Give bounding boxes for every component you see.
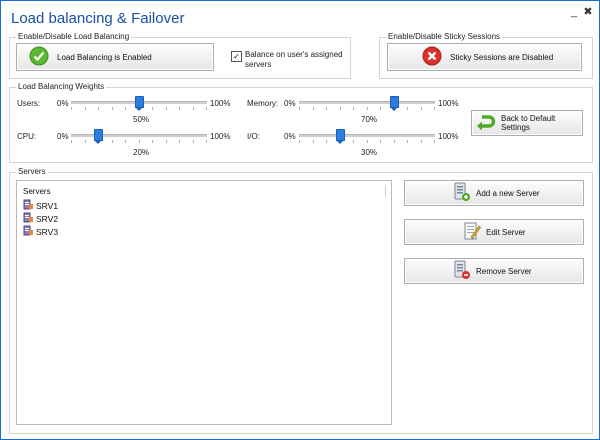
server-item-label: SRV2 (36, 213, 59, 224)
cpu-min-label: 0% (57, 132, 69, 141)
server-item-srv1[interactable]: SRV1 (23, 199, 58, 212)
add-server-button[interactable]: Add a new Server (404, 180, 584, 206)
weights-group: Load Balancing Weights (9, 82, 593, 163)
memory-slider-thumb[interactable] (390, 96, 400, 111)
cpu-slider-track[interactable] (71, 134, 207, 137)
add-server-button-label: Add a new Server (476, 188, 540, 198)
io-label: I/O: (247, 132, 260, 141)
default-settings-button-label: Back to Default Settings (501, 114, 556, 132)
default-settings-button[interactable]: Back to Default Settings (471, 110, 583, 136)
check-icon (29, 46, 49, 68)
servers-list-header: Servers (23, 187, 51, 196)
memory-max-label: 100% (438, 99, 459, 108)
sticky-sessions-toggle-button[interactable]: Sticky Sessions are Disabled (387, 43, 582, 71)
load-balancing-toggle-button[interactable]: Load Balancing is Enabled (16, 43, 214, 71)
server-icon (23, 199, 36, 212)
io-slider-thumb[interactable] (335, 129, 345, 144)
edit-server-button-label: Edit Server (486, 227, 526, 237)
memory-min-label: 0% (284, 99, 296, 108)
balance-assigned-checkbox[interactable]: ✓ (231, 51, 242, 62)
remove-server-button[interactable]: Remove Server (404, 258, 584, 284)
edit-server-button[interactable]: Edit Server (404, 219, 584, 245)
memory-label: Memory: (247, 99, 279, 108)
cpu-label: CPU: (17, 132, 37, 141)
load-balancing-group: Enable/Disable Load Balancing (9, 32, 351, 79)
users-min-label: 0% (57, 99, 69, 108)
sticky-sessions-group: Enable/Disable Sticky Sessions (379, 32, 593, 79)
users-slider-ticks (71, 107, 207, 111)
io-slider-track[interactable] (299, 134, 435, 137)
cpu-max-label: 100% (210, 132, 231, 141)
cpu-value-label: 20% (133, 148, 150, 157)
error-icon (422, 46, 442, 68)
memory-value-label: 70% (361, 115, 378, 124)
io-min-label: 0% (284, 132, 296, 141)
server-icon (23, 212, 36, 225)
minimize-button[interactable]: _ (570, 6, 578, 18)
server-item-label: SRV3 (36, 226, 59, 237)
close-button[interactable]: ✖ (583, 6, 593, 18)
list-header-divider (385, 185, 386, 197)
sticky-sessions-group-label: Enable/Disable Sticky Sessions (386, 32, 503, 41)
server-item-srv3[interactable]: SRV3 (23, 225, 58, 238)
servers-group: Servers (9, 167, 593, 434)
users-value-label: 50% (133, 115, 150, 124)
server-item-label: SRV1 (36, 200, 59, 211)
memory-slider-track[interactable] (299, 101, 435, 104)
users-label: Users: (17, 99, 41, 108)
server-icon (23, 225, 36, 238)
balance-assigned-label: Balance on user's assigned servers (245, 50, 343, 70)
remove-server-icon (453, 260, 471, 282)
users-max-label: 100% (210, 99, 231, 108)
io-max-label: 100% (438, 132, 459, 141)
window-title: Load balancing & Failover (11, 10, 185, 27)
weights-group-label: Load Balancing Weights (16, 82, 107, 91)
memory-slider-ticks (299, 107, 435, 111)
load-balancing-button-label: Load Balancing is Enabled (57, 52, 152, 62)
load-balancing-group-label: Enable/Disable Load Balancing (16, 32, 132, 41)
sticky-sessions-button-label: Sticky Sessions are Disabled (450, 52, 554, 62)
balance-assigned-label-line1: Balance on user's assigned (245, 50, 343, 59)
cpu-slider-ticks (71, 140, 207, 144)
io-slider-ticks (299, 140, 435, 144)
users-slider-thumb[interactable] (135, 96, 144, 111)
servers-group-label: Servers (16, 167, 48, 176)
server-item-srv2[interactable]: SRV2 (23, 212, 58, 225)
edit-icon (463, 221, 481, 243)
add-server-icon (453, 182, 471, 204)
balance-assigned-label-line2: servers (245, 60, 272, 69)
io-value-label: 30% (361, 148, 378, 157)
cpu-slider-thumb[interactable] (94, 129, 104, 144)
remove-server-button-label: Remove Server (476, 266, 532, 276)
undo-arrow-icon (476, 113, 496, 133)
servers-list[interactable]: Servers SRV1 SRV2 SRV3 (16, 180, 392, 425)
